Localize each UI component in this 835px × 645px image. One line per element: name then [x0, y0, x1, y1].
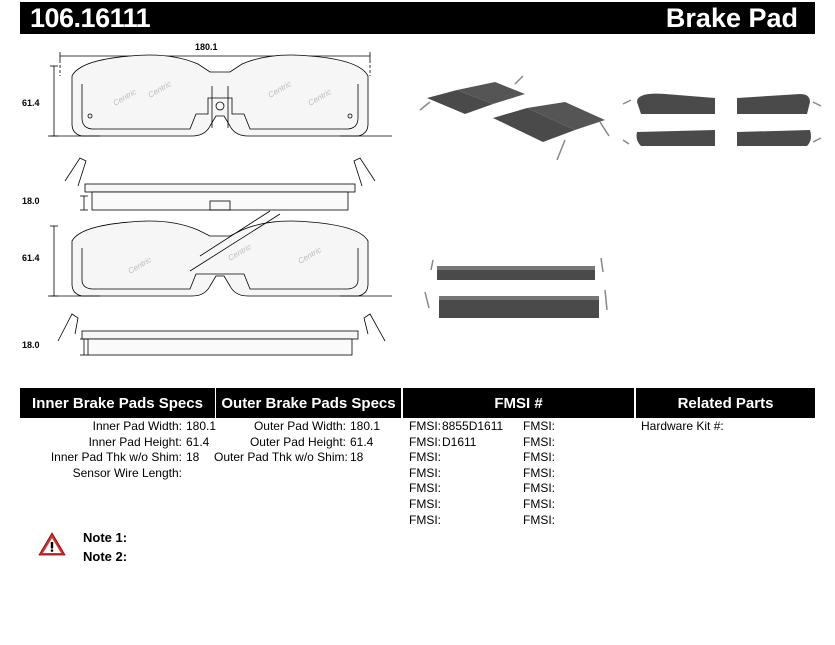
list-item: FMSI: — [409, 496, 441, 511]
hardware-kit-label: Hardware Kit #: — [641, 419, 724, 433]
spec-row: Inner Pad Height:61.4 — [88, 434, 210, 449]
list-item: FMSI: — [523, 481, 555, 496]
warning-triangle-icon — [38, 532, 66, 556]
width-dimension: 180.1 — [195, 42, 218, 52]
pad-photo-front — [622, 93, 822, 146]
height-dimension-1: 61.4 — [22, 98, 40, 108]
list-item: FMSI: — [523, 434, 555, 449]
spec-row: Outer Pad Thk w/o Shim:18 — [214, 450, 364, 465]
thickness-dimension-2: 18.0 — [22, 340, 40, 350]
part-number: 106.16111 — [30, 3, 151, 33]
inner-pad-side-drawing — [64, 157, 376, 211]
list-item: FMSI: — [409, 481, 441, 496]
list-item: FMSI: — [409, 450, 441, 465]
fmsi-header: FMSI # — [403, 388, 634, 418]
list-item: FMSI: — [409, 512, 441, 527]
related-parts-header: Related Parts — [636, 388, 815, 418]
list-item: FMSI: — [523, 512, 555, 527]
product-photos — [419, 75, 822, 318]
pad-photo-isometric — [419, 75, 610, 161]
title-bar: 106.16111 Brake Pad — [20, 2, 815, 34]
technical-drawings: 180.1 61.4 Centric Centric Centric Centr… — [22, 42, 392, 356]
note-1: Note 1: — [83, 530, 128, 545]
spec-row: Inner Pad Width:180.1 — [92, 419, 217, 433]
list-item: FMSI:D1611 — [409, 434, 477, 449]
thickness-dimension-1: 18.0 — [22, 196, 40, 206]
list-item: FMSI:8855D1611 — [409, 419, 504, 433]
outer-specs-list: Outer Pad Width:180.1 Outer Pad Height:6… — [214, 419, 380, 466]
list-item: FMSI: — [409, 465, 441, 480]
spec-row: Inner Pad Thk w/o Shim:18 — [50, 450, 200, 465]
spec-row: Sensor Wire Length: — [72, 465, 182, 480]
fmsi-list-2: FMSI: FMSI: FMSI: FMSI: FMSI: FMSI: FMSI… — [523, 419, 556, 528]
pad-photo-side — [424, 257, 608, 318]
fmsi-list-1: FMSI:8855D1611 FMSI:D1611 FMSI: FMSI: FM… — [409, 419, 503, 528]
height-dimension-2: 61.4 — [22, 253, 40, 263]
outer-pad-side-drawing — [57, 313, 386, 356]
inner-pad-face-drawing — [48, 52, 392, 137]
outer-specs-header: Outer Brake Pads Specs — [216, 388, 401, 418]
list-item: FMSI: — [523, 496, 555, 511]
spec-row: Outer Pad Height:61.4 — [249, 434, 374, 449]
inner-specs-list: Inner Pad Width:180.1 Inner Pad Height:6… — [20, 419, 216, 481]
list-item: FMSI: — [523, 419, 555, 433]
inner-specs-header: Inner Brake Pads Specs — [20, 388, 215, 418]
product-title: Brake Pad — [665, 3, 798, 33]
outer-pad-face-drawing — [48, 210, 392, 297]
list-item: FMSI: — [523, 450, 555, 465]
note-2: Note 2: — [83, 549, 128, 564]
related-parts-list: Hardware Kit #: — [641, 419, 724, 435]
spec-row: Outer Pad Width:180.1 — [253, 419, 381, 433]
list-item: FMSI: — [523, 465, 555, 480]
